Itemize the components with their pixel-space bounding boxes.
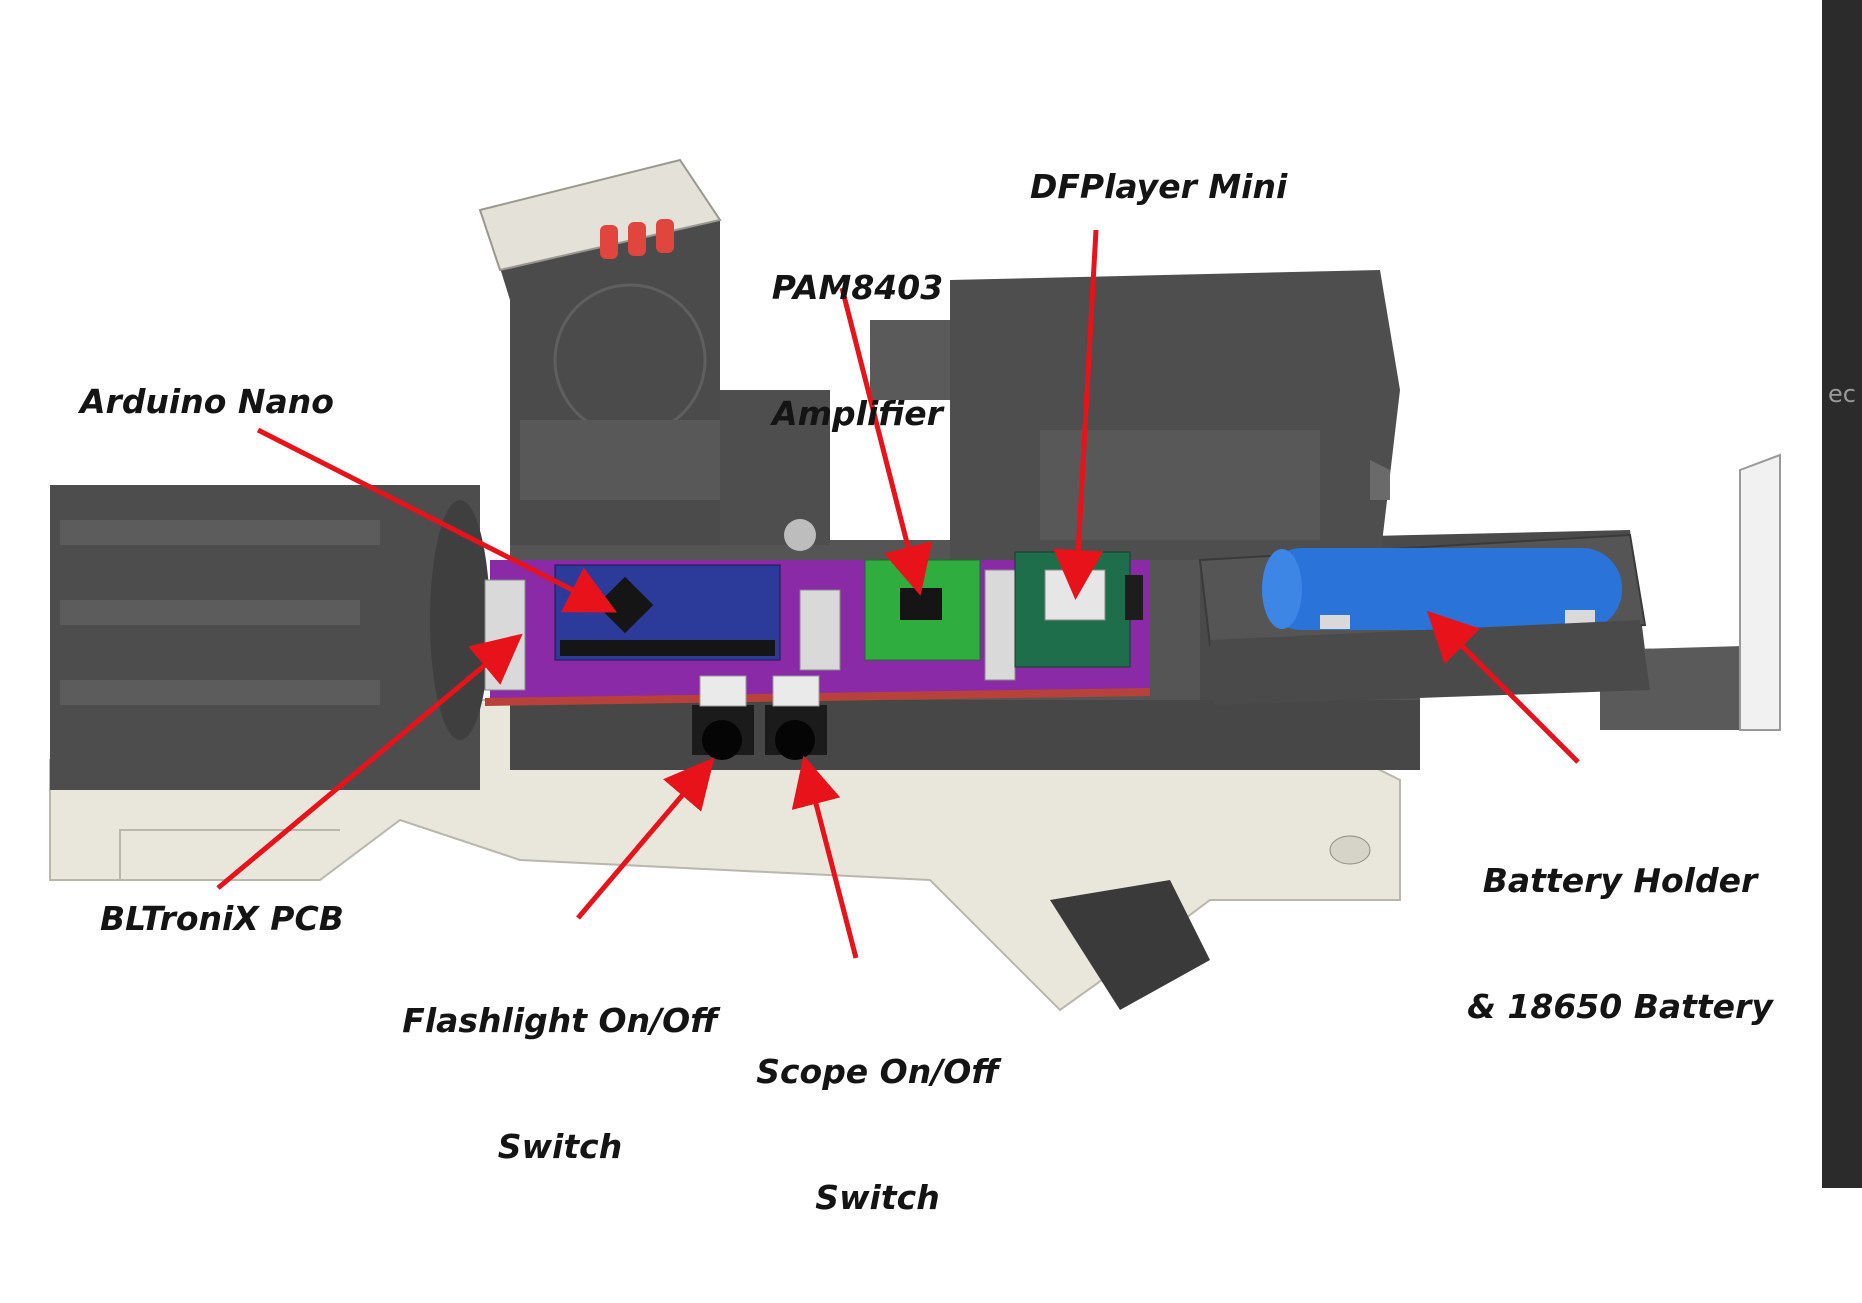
label-arduino-nano: Arduino Nano bbox=[80, 382, 334, 421]
blaster-render bbox=[49, 158, 1781, 1012]
label-flashlight-line2: Switch bbox=[497, 1127, 623, 1166]
scope-housing bbox=[870, 270, 1400, 560]
label-pam8403-line2: Amplifier bbox=[772, 394, 943, 433]
arrow-dfplayer bbox=[1053, 229, 1104, 600]
label-battery-line1: Battery Holder bbox=[1482, 861, 1758, 900]
label-flashlight-switch: Flashlight On/Off Switch bbox=[400, 916, 720, 1252]
label-pam8403-line1: PAM8403 bbox=[771, 268, 944, 307]
label-scope-line1: Scope On/Off bbox=[756, 1052, 999, 1091]
flashlight-mount bbox=[478, 158, 830, 551]
label-pam8403: PAM8403 Amplifier bbox=[750, 183, 965, 519]
label-battery: Battery Holder & 18650 Battery bbox=[1460, 776, 1780, 1112]
battery-holder bbox=[1198, 533, 1650, 705]
arrow-arduino-nano bbox=[256, 427, 617, 613]
arrow-scope-switch bbox=[791, 755, 859, 959]
18650-battery bbox=[1262, 548, 1622, 630]
right-frame-bar bbox=[1822, 0, 1862, 1188]
label-battery-line2: & 18650 Battery bbox=[1467, 987, 1773, 1026]
edge-text: ec bbox=[1828, 380, 1856, 408]
label-flashlight-line1: Flashlight On/Off bbox=[402, 1001, 718, 1040]
label-dfplayer-mini: DFPlayer Mini bbox=[1030, 167, 1288, 206]
pcb-connectors-left bbox=[484, 579, 526, 691]
diagram-canvas: Arduino Nano PAM8403 Amplifier DFPlayer … bbox=[49, 0, 1862, 1217]
arrow-bltronix bbox=[216, 633, 523, 890]
callout-arrows bbox=[216, 229, 1580, 959]
label-scope-switch: Scope On/Off Switch bbox=[740, 967, 1015, 1303]
arrow-flashlight-switch bbox=[576, 757, 715, 920]
arrow-pam8403 bbox=[839, 287, 933, 596]
switches bbox=[692, 675, 827, 760]
label-bltronix-pcb: BLTroniX PCB bbox=[100, 899, 344, 938]
arrow-battery bbox=[1426, 610, 1580, 764]
label-scope-line2: Switch bbox=[815, 1178, 940, 1217]
